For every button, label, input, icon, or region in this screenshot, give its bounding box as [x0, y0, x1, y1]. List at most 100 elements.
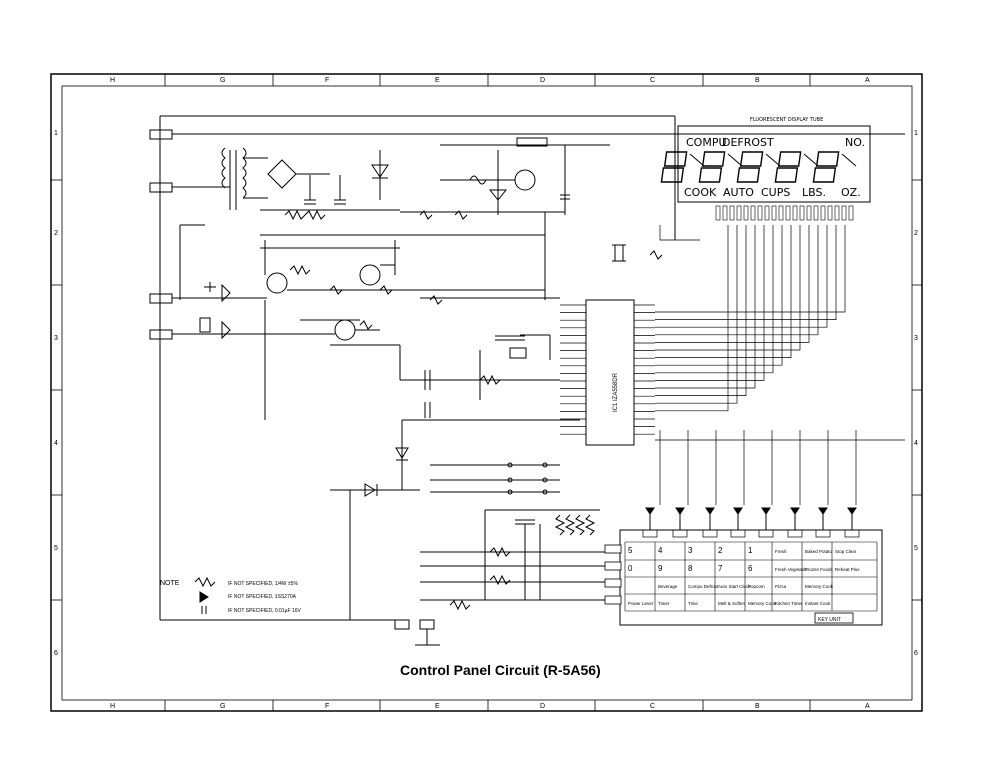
key-label: 0	[628, 564, 633, 573]
digit-upper	[815, 151, 840, 167]
bus-line	[655, 225, 765, 381]
col-label: F	[325, 703, 329, 710]
display-pin	[729, 205, 735, 221]
key-label: Melt & Soften	[718, 601, 746, 606]
display-pin	[799, 205, 805, 221]
row-label: 3	[54, 335, 58, 342]
note-heading: NOTE	[160, 580, 180, 587]
digit-upper	[777, 151, 802, 167]
key-label: Auto Start Clock	[718, 584, 751, 589]
connector-pin	[787, 529, 803, 538]
border-ticks	[51, 74, 922, 711]
key-label: 4	[658, 546, 663, 555]
display-pin	[750, 205, 756, 221]
col-label: G	[220, 77, 225, 84]
ic1-pins	[560, 304, 655, 435]
display-pin	[848, 205, 854, 221]
digit-segment	[689, 153, 705, 167]
digit-lower	[698, 167, 723, 183]
key-label: Pizza	[775, 584, 787, 589]
key-label: 5	[628, 546, 633, 555]
fluorescent-display: FLUORESCENT DISPLAY TUBE COMPU DEFROST N…	[660, 117, 871, 221]
diode	[733, 507, 743, 515]
diode	[705, 507, 715, 515]
digit-segment	[765, 153, 781, 167]
digit-upper	[701, 151, 726, 167]
bus-line	[655, 225, 783, 366]
display-pins	[715, 205, 854, 221]
display-label-cups: CUPS	[761, 186, 790, 199]
display-pin	[820, 205, 826, 221]
display-pin	[792, 205, 798, 221]
display-pin	[841, 205, 847, 221]
row-label: 4	[914, 440, 918, 447]
display-digits	[660, 151, 857, 183]
diode	[790, 507, 800, 515]
outer-border	[50, 73, 923, 712]
display-pin	[771, 205, 777, 221]
display-label-no: NO.	[845, 136, 865, 149]
display-pin	[806, 205, 812, 221]
display-pin	[778, 205, 784, 221]
connector-pin	[642, 529, 658, 538]
display-pin	[743, 205, 749, 221]
bus-line	[659, 225, 700, 241]
keypad-connector	[604, 544, 622, 554]
key-label: Beverage	[658, 584, 678, 589]
digit-upper	[663, 151, 688, 167]
col-label: E	[435, 703, 440, 710]
col-label: F	[325, 77, 329, 84]
display-label-cook: COOK	[684, 186, 717, 199]
key-label: 2	[718, 546, 723, 555]
row-label: 1	[54, 130, 58, 137]
key-label: Kitchen Timer	[775, 601, 803, 606]
key-label: 1	[748, 546, 753, 555]
ic1-microcontroller: IC1 IZA558DR	[585, 299, 635, 446]
key-label: Compu Defrost	[688, 584, 719, 589]
key-label: 6	[748, 564, 753, 573]
power-supply-section	[149, 115, 905, 620]
digit-lower	[660, 167, 685, 183]
row-label: 1	[914, 130, 918, 137]
display-label-compu: COMPU	[686, 136, 727, 149]
row-label: 5	[54, 545, 58, 552]
keypad-connector	[604, 561, 622, 571]
key-label: Fresh Vegetable	[775, 567, 808, 572]
row-label: 4	[54, 440, 58, 447]
col-label: E	[435, 77, 440, 84]
key-label: 9	[658, 564, 663, 573]
note-block: NOTE IF NOT SPECIFIED, 1/4W ±5% IF NOT S…	[160, 576, 301, 614]
key-label: Stop Clear	[835, 549, 857, 554]
display-pin	[722, 205, 728, 221]
inner-border	[61, 85, 913, 701]
display-label-auto: AUTO	[723, 186, 754, 199]
connector-pin	[815, 529, 831, 538]
digit-segment	[727, 153, 743, 167]
digit-lower	[774, 167, 799, 183]
key-label: Popcorn	[748, 584, 765, 589]
bus-line	[655, 225, 828, 328]
bus-line	[655, 225, 792, 358]
border-row-labels: 1 2 3 4 5 6 1 2 3 4 5 6	[54, 130, 918, 657]
row-label: 6	[914, 650, 918, 657]
connector-pin	[844, 529, 860, 538]
col-label: H	[110, 77, 115, 84]
key-unit-label: KEY UNIT	[818, 617, 841, 623]
key-label: Fresh	[775, 549, 787, 554]
display-pin	[715, 205, 721, 221]
connector-b1	[394, 619, 410, 630]
diode	[761, 507, 771, 515]
display-pin	[827, 205, 833, 221]
lower-left-section	[160, 419, 605, 646]
signal-bus	[655, 225, 905, 505]
display-pin	[834, 205, 840, 221]
relay-driver-section	[172, 224, 560, 420]
bus-line	[655, 225, 819, 336]
bus-line	[655, 225, 738, 404]
note-line-2: IF NOT SPECIFIED, 1SS270A	[228, 594, 297, 600]
key-label: 7	[718, 564, 723, 573]
key-label: Time	[688, 601, 698, 606]
connector-a1	[149, 129, 173, 140]
col-label: A	[865, 703, 870, 710]
